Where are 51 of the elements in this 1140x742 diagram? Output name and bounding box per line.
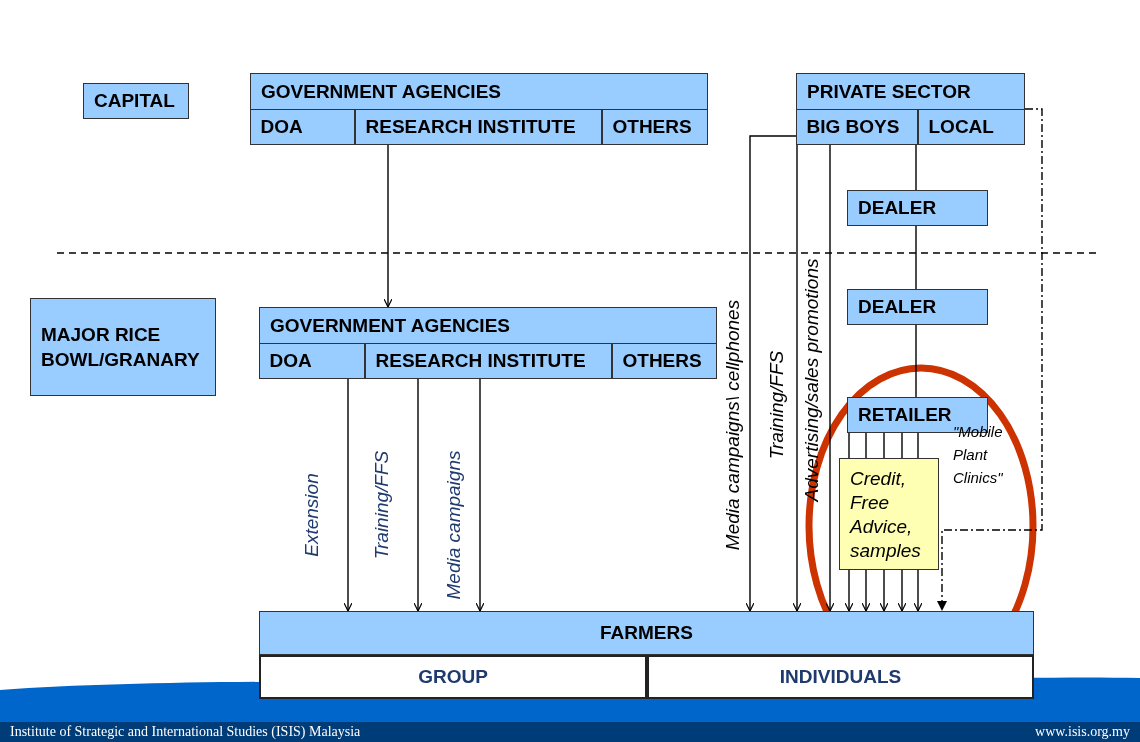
connector-arrow xyxy=(861,569,871,612)
connector-line xyxy=(883,432,885,459)
panel-box xyxy=(250,73,708,145)
unit-box: DEALER xyxy=(847,289,988,325)
connector-arrow xyxy=(913,569,923,612)
unit-box: LOCAL xyxy=(917,108,1025,145)
connector-arrow xyxy=(475,378,485,612)
connector-arrow xyxy=(792,144,802,612)
unit-box: OTHERS xyxy=(601,108,708,145)
connector-arrow xyxy=(745,135,797,612)
tier-label-box: MAJOR RICE BOWL/GRANARY xyxy=(30,298,216,396)
connector-line xyxy=(848,432,850,459)
tier-label-box: CAPITAL xyxy=(83,83,189,119)
footer-text: www.isis.org.my xyxy=(1035,724,1130,740)
panel-box xyxy=(259,307,717,379)
note-box: Credit, Free Advice, samples xyxy=(839,458,939,570)
unit-box: DOA xyxy=(258,342,365,379)
connector-line xyxy=(901,432,903,459)
connector-arrow xyxy=(383,144,393,308)
unit-box: OTHERS xyxy=(611,342,717,379)
connector-line xyxy=(915,144,917,191)
unit-box: DEALER xyxy=(847,190,988,226)
group-box: INDIVIDUALS xyxy=(647,655,1034,699)
footer-text: Institute of Strategic and International Studies (ISIS) Malaysia xyxy=(10,724,361,740)
connector-arrow xyxy=(879,569,889,612)
edge-label: Media campaigns xyxy=(443,450,465,600)
unit-box: BIG BOYS xyxy=(795,108,918,145)
group-box: GROUP xyxy=(259,655,647,699)
panel-heading: PRIVATE SECTOR xyxy=(807,81,971,103)
connector-line xyxy=(865,432,867,459)
connector-line xyxy=(915,225,917,290)
connector-line xyxy=(917,432,919,459)
connector-arrow xyxy=(825,144,835,612)
connector-arrow xyxy=(897,569,907,612)
panel-heading: GOVERNMENT AGENCIES xyxy=(270,315,510,337)
farmers-bar: FARMERS xyxy=(259,611,1034,655)
unit-box: RESEARCH INSTITUTE xyxy=(364,342,612,379)
unit-box: RESEARCH INSTITUTE xyxy=(354,108,602,145)
edge-label: Advertising/sales promotions xyxy=(801,258,823,502)
connector-arrow xyxy=(413,378,423,612)
connector-arrow xyxy=(844,569,854,612)
unit-box: DOA xyxy=(249,108,355,145)
edge-label: Training/FFS xyxy=(766,350,788,460)
edge-label: Training/FFS xyxy=(371,450,393,560)
connector-arrow xyxy=(343,378,353,612)
dash-dot-arrow xyxy=(937,108,1043,612)
panel-box xyxy=(796,73,1025,145)
edge-label: Media campaigns\ cellphones xyxy=(722,299,744,551)
panel-heading: GOVERNMENT AGENCIES xyxy=(261,81,501,103)
connector-line xyxy=(915,324,917,398)
edge-label: Extension xyxy=(301,473,323,557)
